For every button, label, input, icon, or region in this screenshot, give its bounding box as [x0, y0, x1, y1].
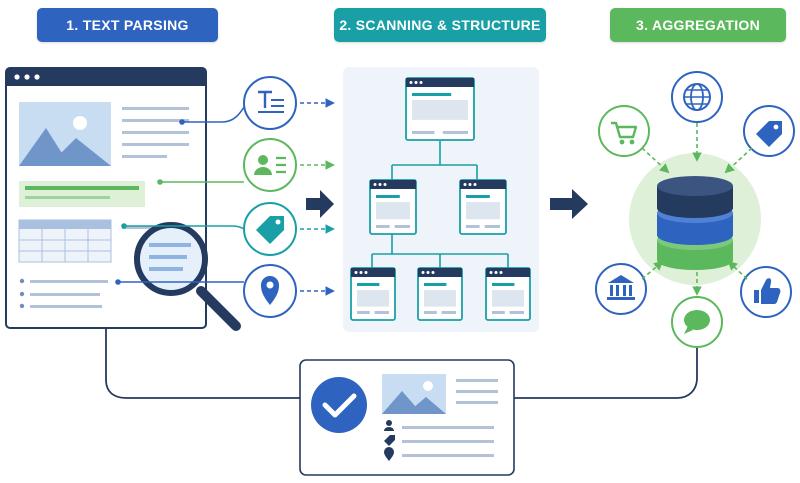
chat-bubble-icon	[671, 296, 723, 348]
table-placeholder	[18, 219, 112, 263]
shopping-cart-icon	[598, 105, 650, 157]
structure-tree-lines	[371, 141, 509, 268]
tag-icon	[743, 105, 795, 157]
result-card	[299, 359, 515, 476]
image-placeholder-icon	[382, 374, 446, 414]
tag-icon	[243, 202, 297, 256]
checkmark-icon	[311, 377, 367, 433]
globe-icon	[671, 71, 723, 123]
person-icon	[384, 420, 394, 431]
tree-node-level-2	[485, 267, 531, 321]
thumbs-up-icon	[740, 266, 792, 318]
image-placeholder-icon	[19, 102, 111, 166]
step-3-label: 3. AGGREGATION	[610, 8, 786, 42]
location-pin-icon	[243, 264, 297, 318]
tree-node-level-1	[459, 179, 507, 235]
tree-node-level-2	[350, 267, 396, 321]
tree-node-level-1	[369, 179, 417, 235]
tag-small-icon	[384, 435, 395, 446]
structure-panel	[343, 67, 539, 332]
tree-node-root	[405, 77, 475, 141]
bank-icon	[595, 263, 647, 315]
tree-node-level-2	[417, 267, 463, 321]
text-format-icon	[243, 76, 297, 130]
contact-card-icon	[243, 138, 297, 192]
database-icon	[657, 176, 733, 270]
flow-arrow-1-icon	[306, 190, 334, 218]
structure-tree-nodes	[350, 77, 531, 321]
step-1-label: 1. TEXT PARSING	[37, 8, 218, 42]
location-small-icon	[384, 447, 394, 461]
magnifier-icon	[134, 222, 241, 331]
flow-arrow-2-icon	[550, 189, 588, 219]
step-2-label: 2. SCANNING & STRUCTURE	[334, 8, 546, 42]
